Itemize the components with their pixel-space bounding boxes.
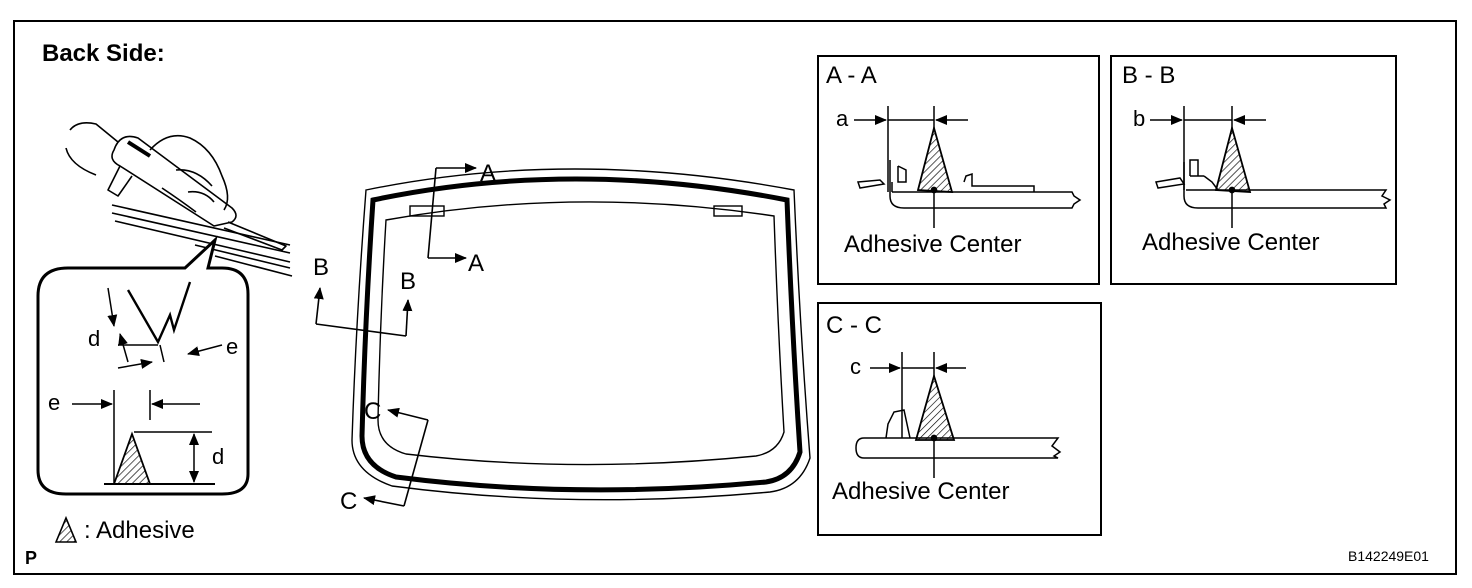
- section-label-c-bottom: C: [340, 488, 358, 515]
- bead-cut-detail: [72, 281, 223, 485]
- panel-cc-section-drawing: [855, 352, 1062, 478]
- bead-dim-e-lower: e: [48, 390, 61, 415]
- panel-aa-dim-label: a: [836, 106, 849, 131]
- panel-bb-section-drawing: [1150, 106, 1392, 228]
- adhesive-triangle-icon: [54, 515, 78, 543]
- section-label-b-left: B: [313, 254, 330, 281]
- panel-cc-adhesive-bead: [914, 372, 956, 441]
- panel-cc-dim-label: c: [850, 354, 861, 379]
- adhesive-legend-label: : Adhesive: [84, 517, 195, 544]
- panel-cc-frame: [817, 302, 1102, 536]
- panel-aa-adhesive-bead: [916, 124, 954, 193]
- panel-bb-dim-label: b: [1133, 106, 1146, 131]
- bead-section-triangle: [112, 431, 152, 485]
- back-side-label: Back Side:: [42, 40, 165, 67]
- panel-cc-title: C - C: [826, 312, 882, 339]
- section-lines: [313, 163, 477, 507]
- outer-frame: [13, 20, 1457, 575]
- applicator-gun-illustration: [65, 122, 293, 277]
- bead-dim-d-upper: d: [88, 326, 101, 351]
- figure-id: B142249E01: [1348, 548, 1429, 564]
- bead-dim-e-upper: e: [226, 334, 239, 359]
- panel-bb-caption: Adhesive Center: [1142, 229, 1320, 256]
- panel-aa-caption: Adhesive Center: [844, 231, 1022, 258]
- panel-bb-frame: [1110, 55, 1397, 285]
- panel-aa-title: A - A: [826, 62, 877, 89]
- section-label-a-top: A: [480, 160, 497, 187]
- section-label-b-right: B: [400, 268, 417, 295]
- panel-cc-caption: Adhesive Center: [832, 478, 1010, 505]
- bead-dim-d-lower: d: [212, 444, 225, 469]
- windshield-outline: [351, 168, 811, 501]
- corner-mark: P: [25, 548, 38, 568]
- panel-bb-adhesive-bead: [1214, 124, 1252, 193]
- section-label-c-top: C: [364, 398, 382, 425]
- panel-aa-section-drawing: [854, 106, 1082, 228]
- section-label-a-bottom: A: [468, 250, 485, 277]
- panel-aa-frame: [817, 55, 1100, 285]
- panel-bb-title: B - B: [1122, 62, 1176, 89]
